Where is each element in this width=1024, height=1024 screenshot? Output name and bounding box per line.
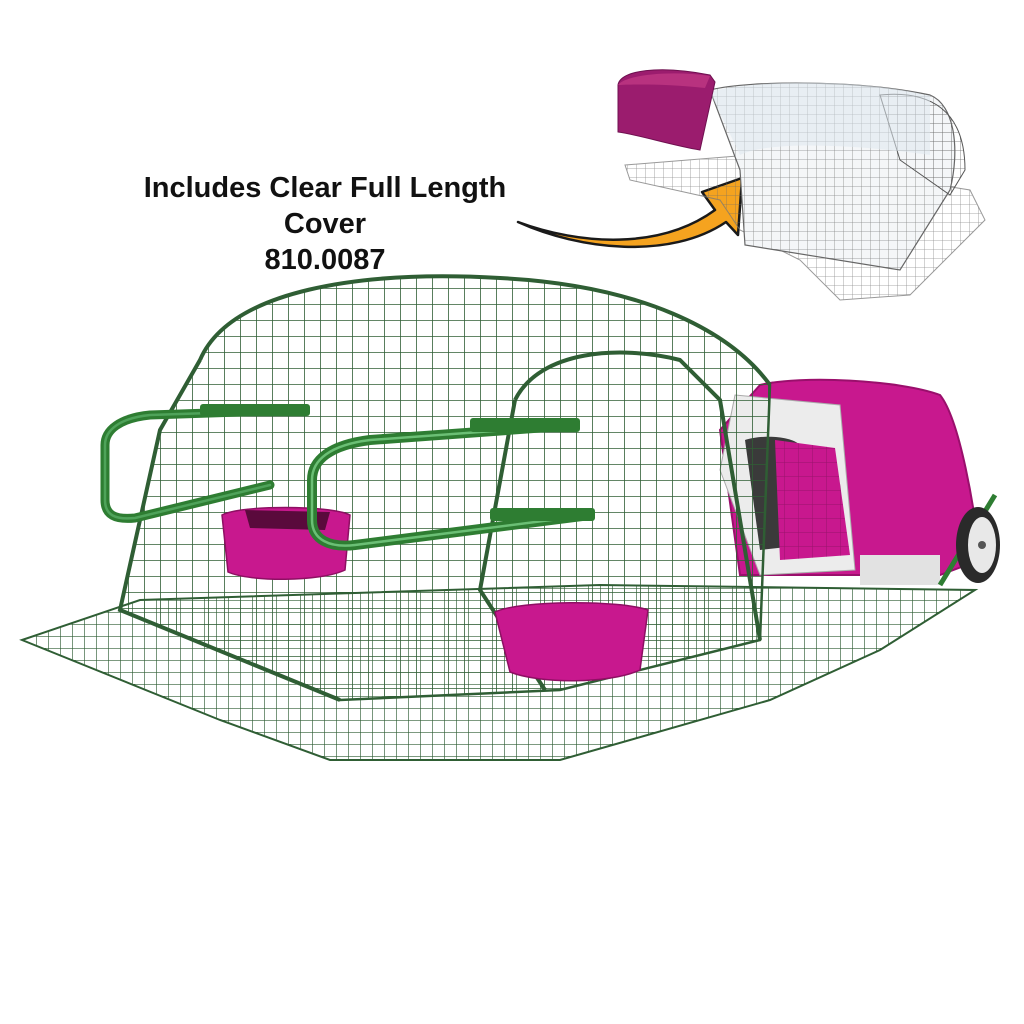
caption-title: Includes Clear Full Length Cover	[143, 172, 507, 240]
main-product-image	[19, 274, 1000, 761]
inset-image-clear-cover	[617, 69, 986, 301]
caption-product-code: 810.0087	[264, 244, 386, 276]
product-caption: Includes Clear Full Length Cover 810.008…	[100, 170, 550, 278]
